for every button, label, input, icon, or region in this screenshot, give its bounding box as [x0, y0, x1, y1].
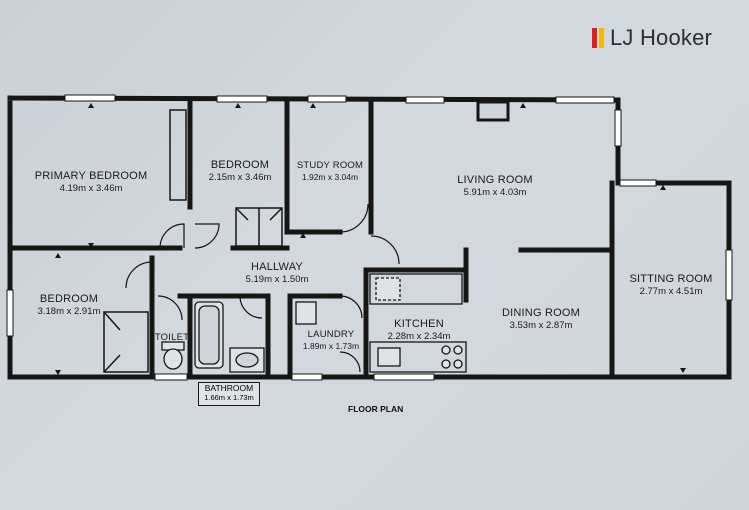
room-name: BEDROOM [39, 293, 99, 305]
floor-plan-caption: FLOOR PLAN [348, 404, 404, 414]
window [619, 179, 657, 187]
brand-name: LJ Hooker [610, 25, 713, 50]
windows [6, 94, 733, 381]
room-label-study-room: STUDY ROOM 1.92m x 3.04m [292, 159, 368, 183]
walls [7, 95, 732, 380]
logo-stripe-red [592, 28, 597, 48]
window [307, 95, 347, 103]
room-label-bathroom: BATHROOM 1.66m x 1.73m [198, 382, 260, 406]
fireplace [476, 100, 510, 122]
door-bed2 [125, 261, 153, 289]
room-name: HALLWAY [251, 261, 303, 273]
room-label-primary-bedroom: PRIMARY BEDROOM 4.19m x 3.46m [30, 170, 152, 194]
room-name: PRIMARY BEDROOM [34, 170, 148, 182]
room-name: LIVING ROOM [457, 174, 533, 186]
door-study [339, 203, 369, 233]
wardrobes [103, 109, 283, 373]
window [154, 373, 188, 381]
room-dimensions: 1.66m x 1.73m [204, 393, 254, 402]
room-label-bedroom-2: BEDROOM 3.18m x 2.91m [26, 293, 112, 317]
room-label-kitchen: KITCHEN 2.28m x 2.34m [380, 318, 458, 342]
room-label-living-room: LIVING ROOM 5.91m x 4.03m [450, 174, 540, 198]
window [291, 373, 323, 381]
window [216, 95, 268, 103]
room-name: DINING ROOM [502, 307, 580, 319]
room-label-bedroom: BEDROOM 2.15m x 3.46m [200, 159, 280, 183]
dimension-ticks [55, 103, 686, 375]
toilet-bowl [163, 348, 183, 370]
window [6, 289, 14, 337]
room-name: BATHROOM [204, 383, 254, 393]
room-name: STUDY ROOM [296, 160, 364, 171]
room-label-toilet: TOILET [154, 331, 190, 344]
wardrobe-primary [169, 109, 187, 201]
room-dimensions: 2.15m x 3.46m [208, 172, 272, 183]
laundry-tub [295, 301, 317, 325]
fixtures [161, 273, 467, 373]
cooktop-icon [441, 345, 463, 369]
door-laundry-ext [339, 351, 361, 373]
door-laundry [339, 295, 363, 319]
kitchen-counter [369, 273, 463, 305]
room-name: SITTING ROOM [629, 273, 713, 285]
window [725, 249, 733, 301]
door-bed1 [194, 223, 220, 249]
window [555, 96, 615, 104]
room-dimensions: 1.89m x 1.73m [302, 341, 360, 351]
door-bath [239, 295, 263, 319]
wardrobe-bed2 [103, 311, 149, 373]
room-dimensions: 4.19m x 3.46m [59, 183, 123, 194]
room-name: LAUNDRY [307, 329, 355, 340]
kitchen-appliance [375, 277, 401, 301]
door-toilet [157, 295, 183, 321]
kitchen-sink [377, 347, 401, 367]
logo-stripe-yellow [599, 28, 604, 48]
door-primary [159, 223, 185, 249]
doors [125, 203, 400, 373]
room-dimensions: 5.19m x 1.50m [245, 274, 309, 285]
outer-wall [7, 95, 732, 380]
room-name: BEDROOM [210, 159, 270, 171]
room-label-dining-room: DINING ROOM 3.53m x 2.87m [494, 307, 588, 331]
room-name: KITCHEN [394, 318, 444, 330]
room-dimensions: 2.77m x 4.51m [639, 286, 703, 297]
room-dimensions: 1.92m x 3.04m [301, 172, 359, 182]
window [614, 109, 622, 147]
lj-hooker-logo-icon [592, 28, 604, 48]
window [373, 373, 435, 381]
brand-logo: LJ Hooker [592, 25, 713, 50]
room-dimensions: 3.53m x 2.87m [509, 320, 573, 331]
window [64, 94, 116, 102]
room-label-laundry: LAUNDRY 1.89m x 1.73m [296, 328, 366, 352]
room-dimensions: 3.18m x 2.91m [37, 306, 101, 317]
room-dimensions: 2.28m x 2.34m [387, 331, 451, 342]
room-label-hallway: HALLWAY 5.19m x 1.50m [236, 261, 318, 285]
door-living [370, 235, 400, 265]
window [405, 96, 445, 104]
room-label-sitting-room: SITTING ROOM 2.77m x 4.51m [622, 273, 720, 297]
room-dimensions: 5.91m x 4.03m [463, 187, 527, 198]
kitchen-bench [369, 341, 467, 373]
room-name: TOILET [154, 332, 190, 343]
